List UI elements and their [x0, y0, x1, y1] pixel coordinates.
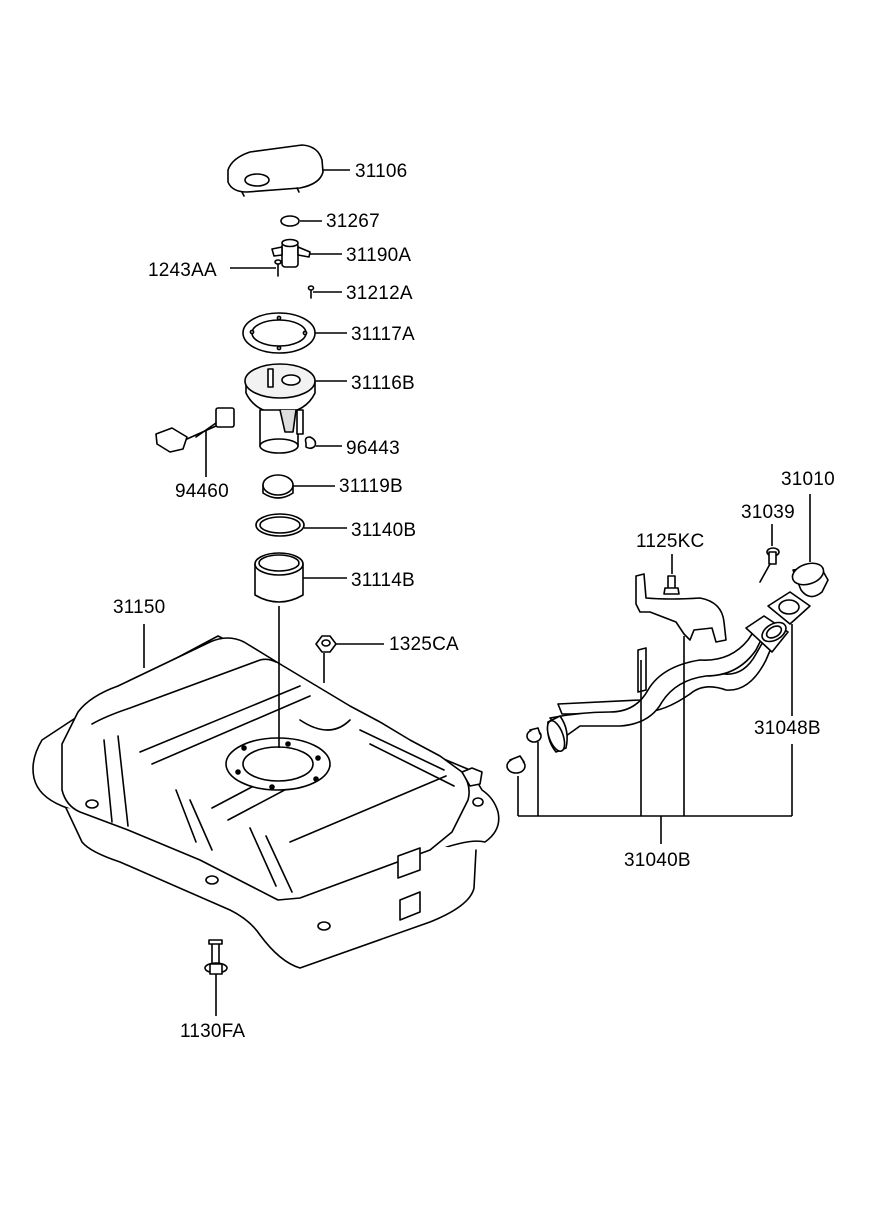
part-number-31106[interactable]: 31106 — [355, 161, 408, 182]
pin-screw — [307, 285, 315, 299]
part-number-31119b[interactable]: 31119B — [339, 476, 403, 497]
filler-neck-gasket — [767, 591, 811, 625]
part-number-31039[interactable]: 31039 — [741, 502, 795, 523]
filler-neck-hose-assembly — [546, 615, 789, 753]
fuel-tank — [32, 635, 500, 969]
pump-filter-cap — [262, 474, 294, 499]
filler-screw — [759, 547, 780, 583]
part-number-31212a[interactable]: 31212A — [346, 283, 413, 304]
retaining-ring — [255, 513, 305, 537]
part-number-96443[interactable]: 96443 — [346, 438, 400, 459]
leader-lines — [143, 169, 811, 1016]
part-number-31117a[interactable]: 31117A — [351, 324, 415, 345]
part-number-1130fa[interactable]: 1130FA — [180, 1021, 246, 1042]
part-number-31190a[interactable]: 31190A — [346, 245, 412, 266]
pump-gasket — [242, 312, 316, 354]
part-number-31010[interactable]: 31010 — [781, 469, 835, 490]
part-number-1125kc[interactable]: 1125KC — [636, 531, 705, 552]
tank-mounting-bolt — [204, 939, 228, 975]
fuel-pump-module — [244, 363, 316, 454]
part-number-31150[interactable]: 31150 — [113, 597, 166, 618]
small-screw — [274, 259, 282, 277]
hose-clamp-lower — [506, 755, 526, 774]
filler-pipe-bracket — [635, 573, 727, 693]
pump-sleeve — [254, 552, 304, 603]
fuel-pump-cover-plate — [227, 144, 324, 197]
part-number-31140b[interactable]: 31140B — [351, 520, 417, 541]
part-number-31116b[interactable]: 31116B — [351, 373, 415, 394]
vent-fitting — [271, 238, 311, 268]
small-o-ring — [280, 215, 300, 227]
part-number-1325ca[interactable]: 1325CA — [389, 634, 459, 655]
part-number-31048b[interactable]: 31048B — [754, 718, 821, 739]
fuel-filler-cap — [791, 562, 829, 598]
part-number-31114b[interactable]: 31114B — [351, 570, 415, 591]
part-number-31040b[interactable]: 31040B — [624, 850, 691, 871]
part-number-1243aa[interactable]: 1243AA — [148, 260, 217, 281]
hose-clamp-upper — [526, 727, 542, 743]
fuel-level-sender — [155, 407, 235, 453]
hex-nut — [315, 635, 337, 653]
bracket-bolt — [663, 575, 680, 595]
hose-clip — [304, 436, 317, 450]
part-number-31267[interactable]: 31267 — [326, 211, 380, 232]
part-number-94460[interactable]: 94460 — [175, 481, 229, 502]
